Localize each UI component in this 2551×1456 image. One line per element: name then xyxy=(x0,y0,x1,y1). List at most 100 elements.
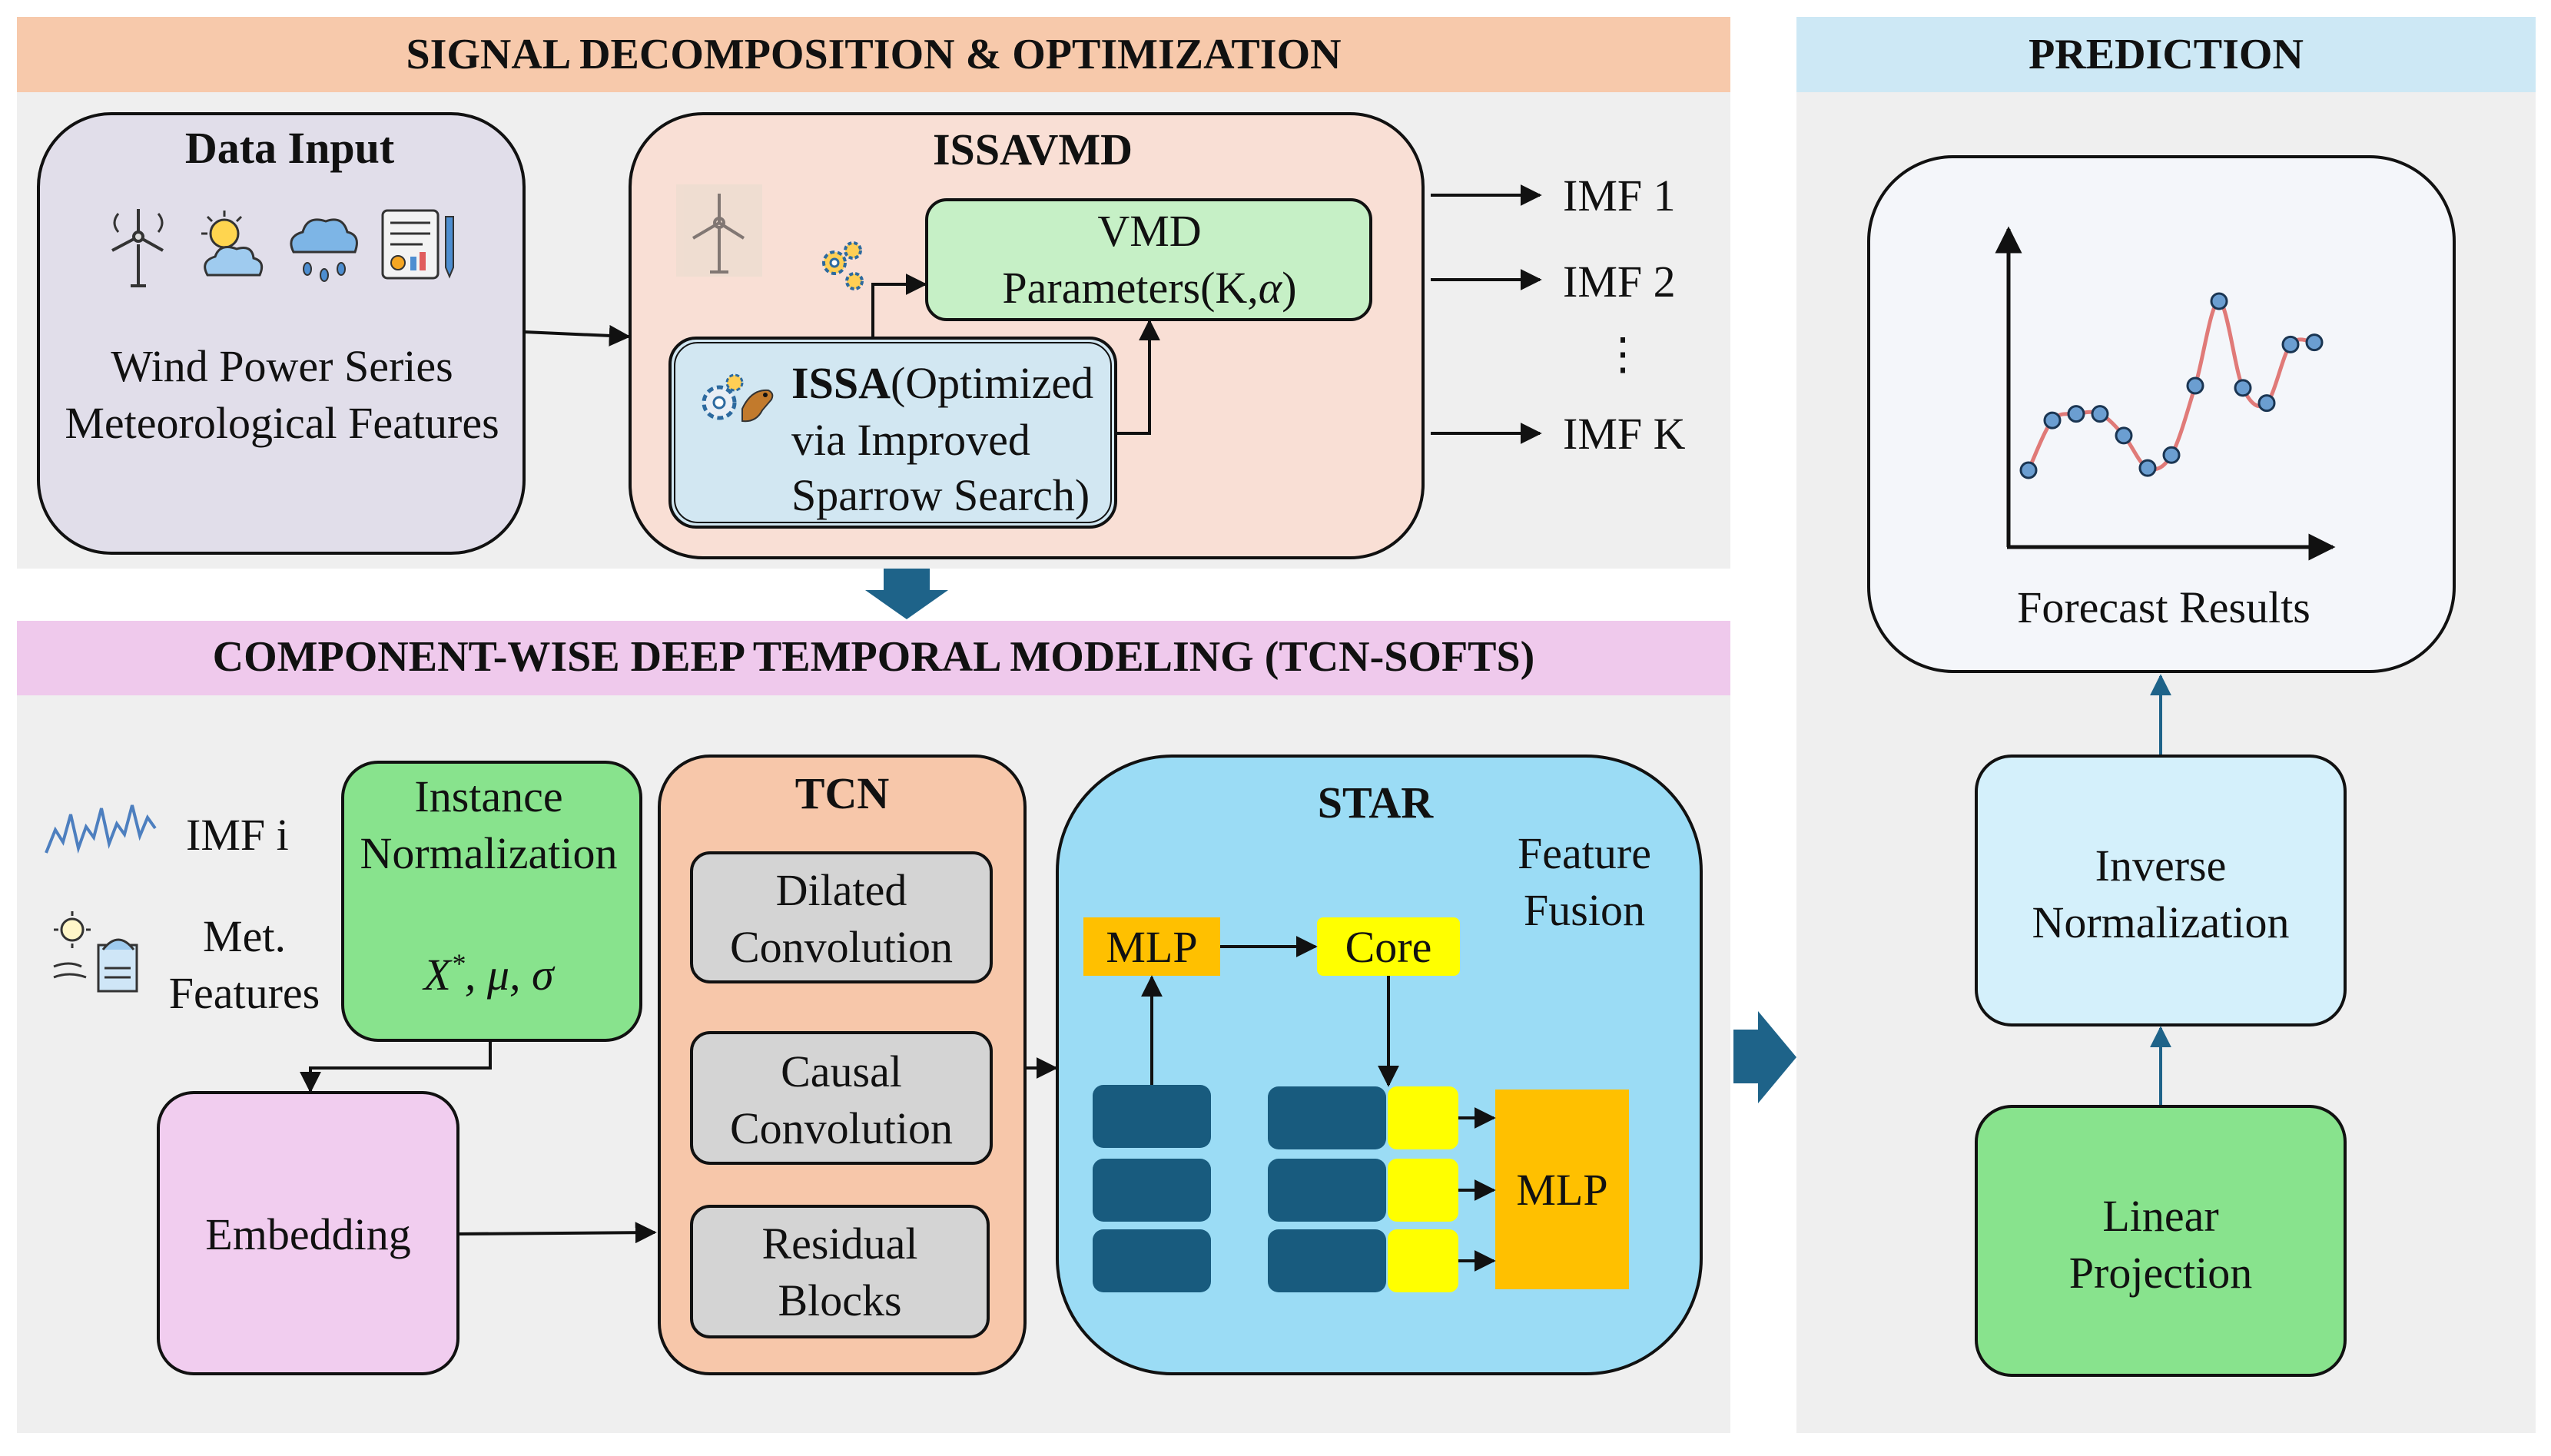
report-icon xyxy=(381,209,454,280)
vmd-line2: Parameters(K,α) xyxy=(1002,263,1296,313)
arrow-issa-to-vmd-right xyxy=(1116,319,1160,435)
data-input-title: Data Input xyxy=(185,123,395,173)
arrow-datainput-issavmd xyxy=(523,324,631,347)
met-line2: Features xyxy=(169,968,320,1018)
forecast-point xyxy=(2305,333,2324,352)
issa-line2: via Improved xyxy=(791,415,1030,465)
inverse-normalization-box xyxy=(1975,755,2347,1026)
met-features-icon xyxy=(53,911,138,993)
feature-fusion-line1: Feature xyxy=(1518,828,1651,878)
imf2-label: IMF 2 xyxy=(1563,257,1676,307)
feature-fusion-line2: Fusion xyxy=(1524,885,1645,935)
causal-line1: Causal xyxy=(781,1046,902,1096)
arrow-instnorm-embedding xyxy=(300,1040,492,1093)
inverse-line2: Normalization xyxy=(2032,897,2289,947)
forecast-point xyxy=(2091,405,2109,423)
big-down-arrow xyxy=(865,569,948,619)
data-input-box xyxy=(37,112,526,555)
forecast-point xyxy=(2043,411,2062,430)
signal-header-title: SIGNAL DECOMPOSITION & OPTIMIZATION xyxy=(406,31,1341,78)
forecast-point xyxy=(2281,335,2300,353)
imf-i-label: IMF i xyxy=(186,810,289,860)
core-slot xyxy=(1388,1229,1458,1292)
causal-line2: Convolution xyxy=(730,1103,953,1153)
rain-cloud-icon xyxy=(290,218,358,282)
data-input-line1: Wind Power Series xyxy=(111,341,453,391)
sun-cloud-icon xyxy=(201,211,264,277)
linear-projection-box xyxy=(1975,1105,2347,1377)
issa-bold: ISSA xyxy=(791,358,891,408)
component-header-band xyxy=(17,621,1730,695)
token-block xyxy=(1093,1085,1211,1148)
forecast-point xyxy=(2162,446,2181,464)
forecast-point xyxy=(2019,461,2038,479)
token-block xyxy=(1268,1159,1386,1222)
dilated-conv-box xyxy=(690,851,993,983)
formula-rest: , μ, σ xyxy=(465,950,556,1000)
formula-x: X xyxy=(422,950,453,1000)
core-box xyxy=(1317,917,1460,976)
issa-line1: ISSA(Optimized xyxy=(791,358,1093,408)
imfk-label: IMF K xyxy=(1563,409,1686,459)
vmd-params-text: Parameters(K, xyxy=(1002,263,1258,313)
core-slot xyxy=(1388,1086,1458,1149)
data-input-line2: Meteorological Features xyxy=(65,398,499,448)
forecast-results-box xyxy=(1867,155,2456,673)
token-block xyxy=(1268,1086,1386,1149)
instance-norm-line2: Normalization xyxy=(360,828,617,878)
forecast-point xyxy=(2067,405,2085,423)
met-line1: Met. xyxy=(203,911,286,961)
forecast-point xyxy=(2210,292,2228,310)
issavmd-title: ISSAVMD xyxy=(933,124,1133,174)
residual-line1: Residual xyxy=(762,1219,918,1269)
core-label: Core xyxy=(1345,922,1432,972)
issa-line3: Sparrow Search) xyxy=(791,470,1090,520)
core-slot xyxy=(1388,1159,1458,1222)
star-title: STAR xyxy=(1318,778,1435,827)
forecast-point xyxy=(2138,459,2157,477)
signal-header-band xyxy=(17,17,1730,92)
issa-rest: (Optimized xyxy=(891,358,1093,408)
forecast-point xyxy=(2115,426,2133,445)
causal-conv-box xyxy=(690,1031,993,1165)
formula-star: * xyxy=(451,948,465,979)
token-block xyxy=(1093,1229,1211,1292)
token-block xyxy=(1093,1159,1211,1222)
big-right-arrow xyxy=(1733,1011,1796,1103)
gear-bird-icon xyxy=(702,373,774,423)
forecast-results-label: Forecast Results xyxy=(2017,582,2310,632)
linear-line1: Linear xyxy=(2102,1191,2218,1241)
arrow-embedding-tcn xyxy=(457,1222,657,1244)
prediction-header-title: PREDICTION xyxy=(2029,31,2304,78)
dilated-line1: Dilated xyxy=(776,865,907,915)
forecast-point xyxy=(2257,394,2276,413)
vmd-alpha: α xyxy=(1259,263,1283,313)
forecast-chart xyxy=(2019,292,2324,479)
tcn-title: TCN xyxy=(795,768,890,818)
linear-line2: Projection xyxy=(2069,1248,2252,1298)
component-header-title: COMPONENT-WISE DEEP TEMPORAL MODELING (T… xyxy=(213,633,1535,681)
inverse-line1: Inverse xyxy=(2095,841,2227,891)
instance-norm-line1: Instance xyxy=(414,771,562,821)
forecast-point xyxy=(2234,379,2252,397)
wind-turbine-icon xyxy=(111,209,164,287)
mlp-top-box xyxy=(1083,917,1220,976)
issa-box-inner-border xyxy=(674,342,1112,523)
residual-blocks-box xyxy=(690,1205,990,1338)
arrow-issa-to-vmd-left xyxy=(871,274,927,338)
imf-signal-icon xyxy=(45,804,157,854)
mlp-right-label: MLP xyxy=(1516,1165,1607,1215)
mlp-top-label: MLP xyxy=(1106,922,1197,972)
mlp-right-box xyxy=(1495,1090,1629,1289)
imf-ellipsis: ⋮ xyxy=(1601,329,1645,379)
forecast-point xyxy=(2186,376,2204,395)
token-block xyxy=(1268,1229,1386,1292)
gears-icon xyxy=(822,241,864,290)
vmd-line1: VMD xyxy=(1097,206,1201,256)
residual-line2: Blocks xyxy=(778,1275,901,1325)
prediction-header-band xyxy=(1796,17,2536,92)
dilated-line2: Convolution xyxy=(730,922,953,972)
vmd-close: ) xyxy=(1282,263,1296,313)
